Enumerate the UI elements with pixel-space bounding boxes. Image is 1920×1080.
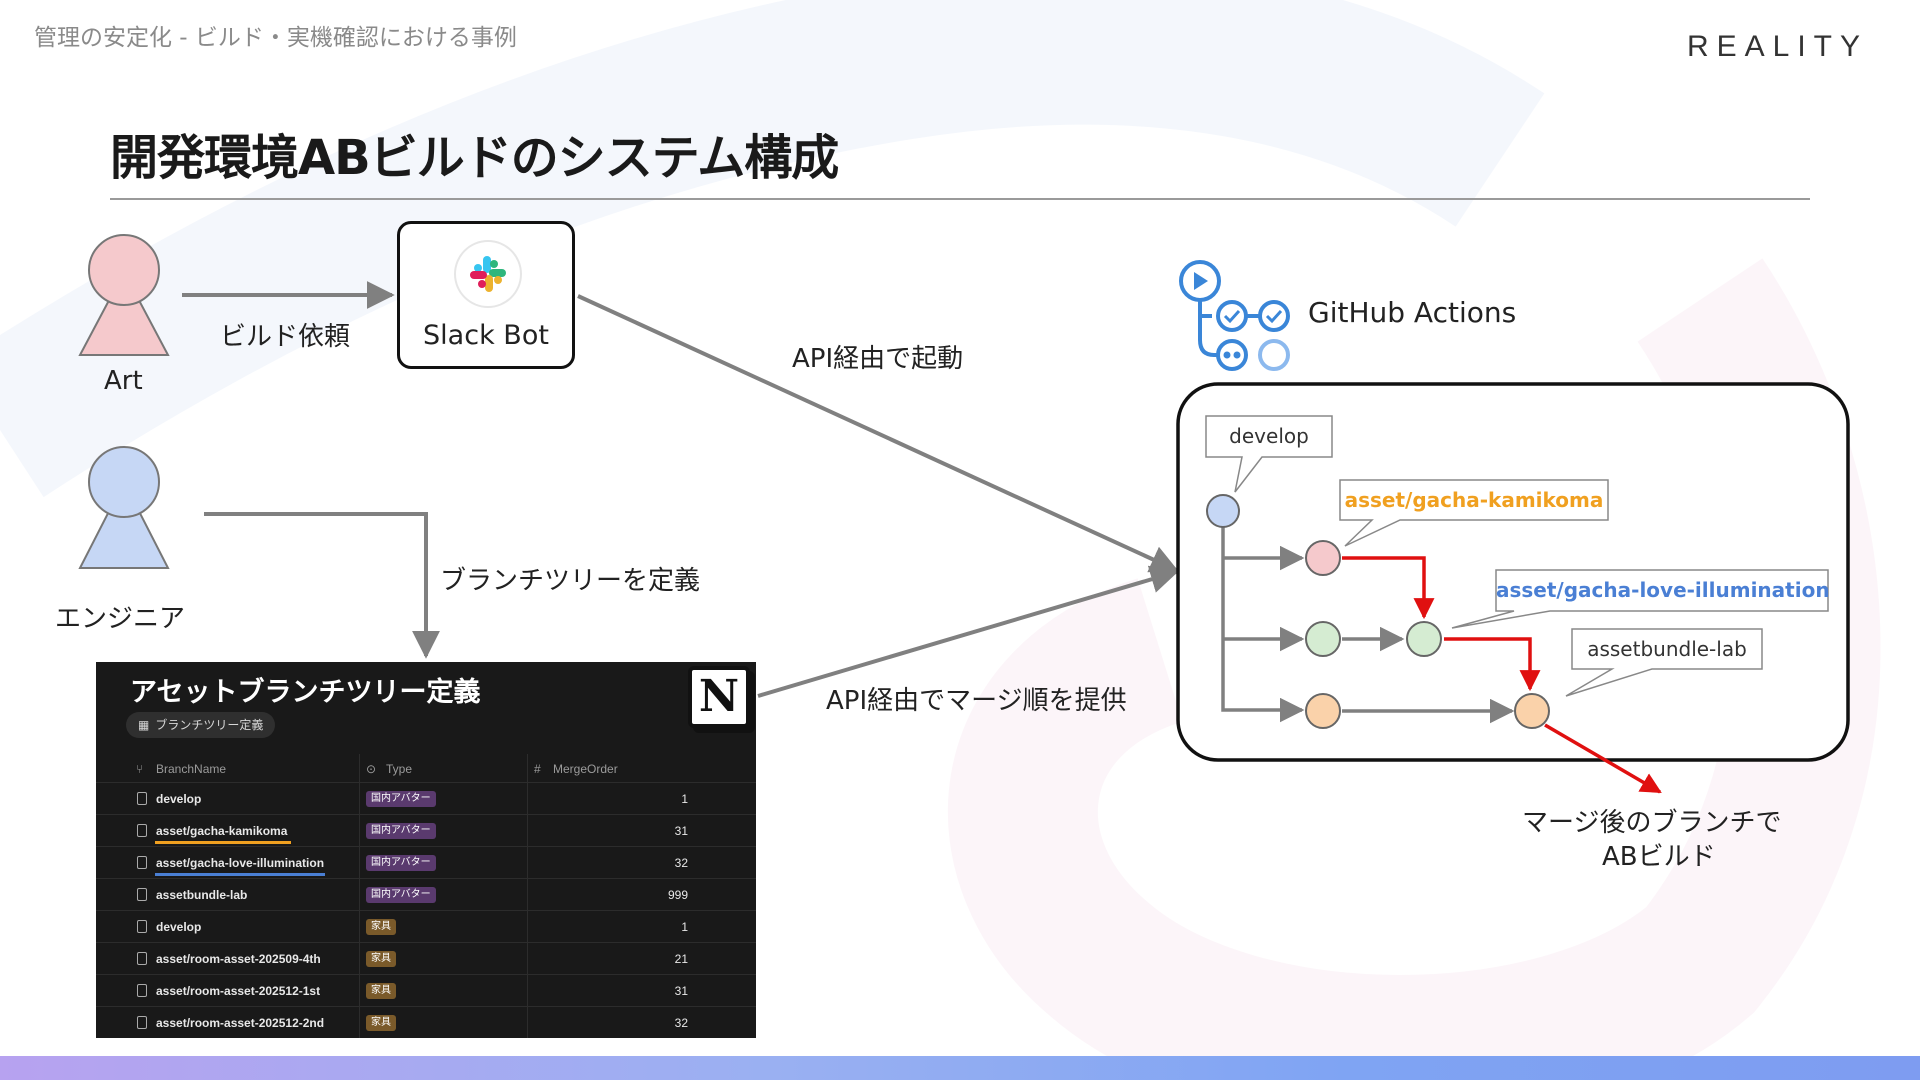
page-icon (137, 1016, 147, 1029)
label-define-tree: ブランチツリーを定義 (440, 566, 701, 596)
type-tag: 家具 (366, 983, 396, 999)
node-assetbundle-lab (1514, 693, 1550, 729)
node-love-illumination (1406, 621, 1442, 657)
page-icon (137, 856, 147, 869)
github-actions-icon (1179, 260, 1290, 371)
type-tag: 国内アバター (366, 823, 436, 839)
column-divider (359, 754, 360, 1038)
table-row: develop 国内アバター 1 (96, 782, 756, 815)
merge-order: 999 (667, 888, 688, 902)
column-divider (527, 754, 528, 1038)
label-after-merge-1: マージ後のブランチで (1522, 808, 1782, 838)
row-name: asset/gacha-kamikoma (156, 824, 288, 838)
row-name: asset/room-asset-202512-1st (156, 984, 321, 998)
table-row: asset/room-asset-202509-4th 家具 21 (96, 942, 756, 975)
callout-develop-text: develop (1229, 424, 1309, 448)
page-icon (137, 920, 147, 933)
node-orange-1 (1305, 693, 1341, 729)
table-row: asset/room-asset-202512-1st 家具 31 (96, 974, 756, 1007)
table-row: asset/room-asset-202512-2nd 家具 32 (96, 1006, 756, 1038)
actor-art-label: Art (104, 366, 143, 396)
table-row: asset/gacha-love-illumination 国内アバター 32 (96, 846, 756, 879)
table-row: asset/gacha-kamikoma 国内アバター 31 (96, 814, 756, 847)
page-icon (137, 792, 147, 805)
breadcrumb: 管理の安定化 - ビルド・実機確認における事例 (34, 25, 517, 51)
title-divider (110, 198, 1810, 200)
highlight-underline-blue (155, 873, 325, 876)
bottom-gradient-bar (0, 1056, 1920, 1080)
art-figure (78, 234, 170, 356)
page-icon (137, 952, 147, 965)
table-icon: ▦ (138, 718, 150, 732)
callout-kamikoma-text: asset/gacha-kamikoma (1344, 488, 1604, 512)
arrow-notion-to-github (757, 565, 1179, 698)
actor-engineer-label: エンジニア (55, 604, 186, 634)
node-develop (1206, 494, 1240, 528)
merge-order: 1 (681, 920, 688, 934)
branch-tree (1221, 526, 1515, 724)
type-tag: 国内アバター (366, 887, 436, 903)
node-kamikoma (1305, 540, 1341, 576)
merge-order: 32 (674, 856, 688, 870)
notion-header-row: ⑂ BranchName ⊙ Type # MergeOrder (96, 756, 756, 782)
merge-path (1342, 556, 1662, 794)
merge-order: 21 (674, 952, 688, 966)
label-after-merge-2: ABビルド (1602, 842, 1716, 872)
page-icon (137, 984, 147, 997)
column-branchname: BranchName (156, 762, 227, 776)
github-actions-label: GitHub Actions (1308, 296, 1517, 329)
notion-table-screenshot: アセットブランチツリー定義 ▦ ブランチツリー定義 ⑂ BranchName ⊙ … (96, 662, 756, 1038)
callout-love-text: asset/gacha-love-illumination (1496, 578, 1830, 602)
type-tag: 家具 (366, 951, 396, 967)
notion-view-label: ブランチツリー定義 (155, 718, 264, 732)
row-name: asset/room-asset-202512-2nd (156, 1016, 325, 1030)
row-name: develop (156, 792, 202, 806)
type-tag: 家具 (366, 1015, 396, 1031)
label-build-request: ビルド依頼 (220, 322, 351, 352)
select-icon: ⊙ (366, 762, 377, 776)
arrow-slack-to-github (577, 294, 1179, 573)
slack-logo-icon (456, 242, 520, 306)
column-mergeorder: MergeOrder (553, 762, 618, 776)
merge-order: 31 (674, 824, 688, 838)
callout-lab-text: assetbundle-lab (1587, 637, 1747, 661)
table-row: assetbundle-lab 国内アバター 999 (96, 878, 756, 911)
page-icon (137, 824, 147, 837)
type-tag: 国内アバター (366, 791, 436, 807)
slack-bot-label: Slack Bot (423, 320, 549, 351)
arrow-engineer-to-notion (204, 512, 440, 659)
row-name: assetbundle-lab (156, 888, 248, 902)
row-name: asset/gacha-love-illumination (156, 856, 325, 870)
notion-logo-icon: N (688, 666, 750, 728)
slack-bot-box: Slack Bot (397, 221, 575, 369)
table-row: develop 家具 1 (96, 910, 756, 943)
label-api-merge-order: API経由でマージ順を提供 (826, 686, 1127, 716)
merge-order: 1 (681, 792, 688, 806)
row-name: develop (156, 920, 202, 934)
merge-order: 31 (674, 984, 688, 998)
merge-order: 32 (674, 1016, 688, 1030)
label-api-trigger: API経由で起動 (792, 344, 964, 374)
notion-title: アセットブランチツリー定義 (130, 677, 481, 708)
page-title: 開発環境ABビルドのシステム構成 (110, 130, 839, 186)
highlight-underline-orange (155, 841, 291, 844)
notion-view-tab: ▦ ブランチツリー定義 (126, 712, 276, 738)
type-tag: 家具 (366, 919, 396, 935)
reality-logo: REALITY (1686, 30, 1868, 63)
node-green-1 (1305, 621, 1341, 657)
branch-icon: ⑂ (136, 762, 144, 776)
engineer-figure (78, 446, 170, 569)
type-tag: 国内アバター (366, 855, 436, 871)
callout-kamikoma (1339, 479, 1609, 547)
callout-lab (1565, 628, 1763, 697)
row-name: asset/room-asset-202509-4th (156, 952, 321, 966)
hash-icon: # (534, 762, 541, 776)
callout-love (1451, 569, 1829, 629)
callout-develop (1205, 415, 1333, 493)
page-icon (137, 888, 147, 901)
column-type: Type (386, 762, 413, 776)
